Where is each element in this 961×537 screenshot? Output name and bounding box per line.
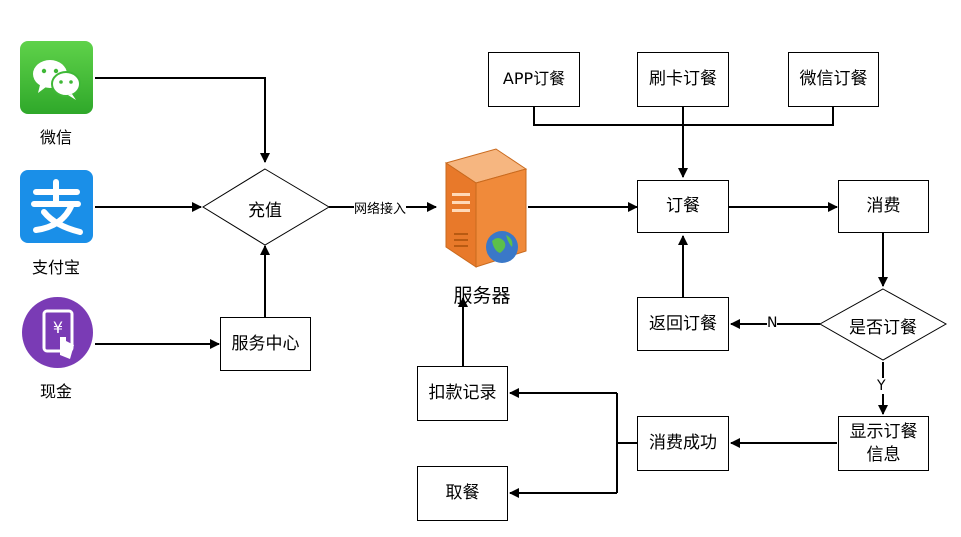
- recharge-diamond: [202, 168, 330, 246]
- show-order-node: 显示订餐信息: [838, 416, 929, 471]
- wechat-label: 微信: [39, 128, 72, 147]
- svg-text:¥: ¥: [53, 318, 63, 337]
- order-node: 订餐: [637, 180, 729, 233]
- deduct-record-node: 扣款记录: [417, 366, 508, 421]
- server-label: 服务器: [453, 285, 511, 307]
- alipay-label: 支付宝: [31, 258, 80, 277]
- return-order-node: 返回订餐: [637, 297, 729, 351]
- cash-label: 现金: [39, 382, 72, 401]
- wechat-icon: [20, 41, 93, 114]
- pickup-node: 取餐: [417, 466, 508, 521]
- recharge-node: 充值: [248, 201, 282, 221]
- consume-node: 消费: [838, 180, 929, 233]
- show-order-text: 显示订餐信息: [849, 422, 918, 465]
- yes-label: Y: [877, 378, 886, 394]
- card-order-node: 刷卡订餐: [637, 52, 729, 107]
- edge-wechat-recharge: [95, 77, 270, 163]
- server-icon: [436, 143, 528, 273]
- wechat-order-node: 微信订餐: [788, 52, 879, 107]
- decision-diamond: [818, 288, 948, 361]
- alipay-icon: [20, 170, 93, 243]
- service-center-node: 服务中心: [220, 317, 311, 371]
- consume-success-node: 消费成功: [637, 416, 729, 471]
- network-access-label: 网络接入: [354, 198, 407, 217]
- app-order-node: APP订餐: [488, 52, 580, 107]
- cash-icon: ¥: [22, 297, 93, 368]
- is-order-node: 是否订餐: [849, 318, 917, 338]
- no-label: N: [767, 315, 778, 331]
